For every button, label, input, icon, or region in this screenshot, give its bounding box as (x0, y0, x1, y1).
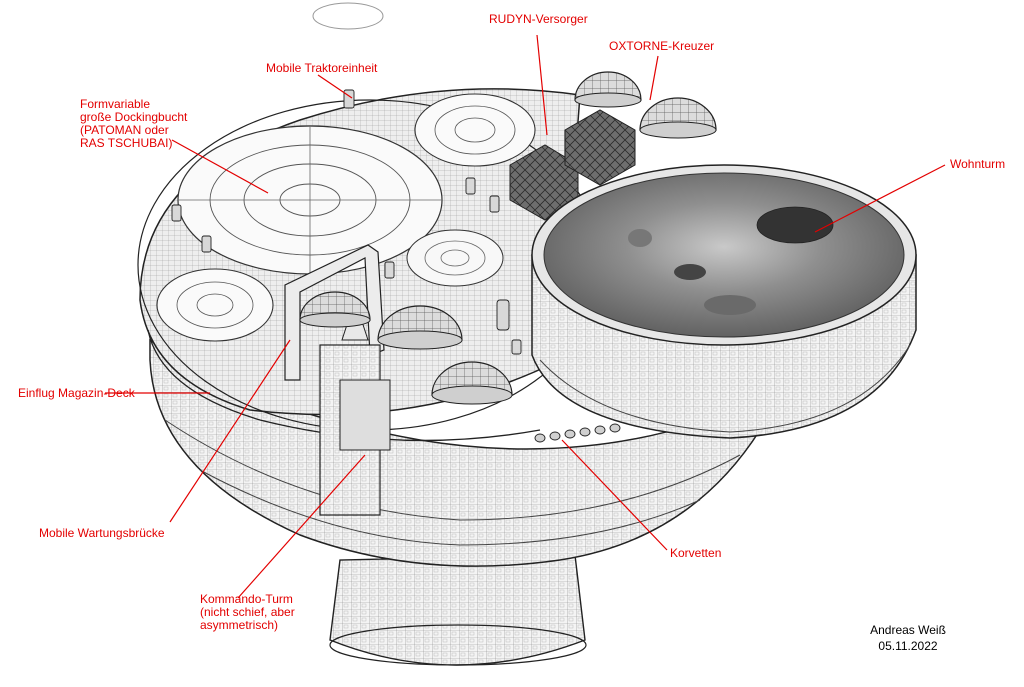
rudyn-modules (509, 109, 636, 221)
label-rudyn-supplier: RUDYN-Versorger (489, 12, 588, 26)
lower-cone (329, 554, 587, 666)
label-docking-line-3: (PATOMAN oder (80, 123, 169, 137)
label-docking-line-4: RAS TSCHUBAI) (80, 136, 173, 150)
label-docking-line-1: Formvariable (80, 97, 151, 111)
label-command-tower: Kommando-Turm (nicht schief, aber asymme… (200, 593, 295, 632)
central-pad (406, 229, 504, 287)
habitat-tower (531, 164, 917, 439)
label-oxtorne-cruiser: OXTORNE-Kreuzer (609, 39, 715, 53)
label-tractor-unit: Mobile Traktoreinheit (266, 61, 378, 75)
tractor-units (171, 89, 522, 355)
docking-bay-large (177, 125, 443, 275)
label-command-line-1: Kommando-Turm (200, 592, 293, 606)
label-habitat-tower: Wohnturm (950, 157, 1006, 171)
label-docking-line-2: große Dockingbucht (80, 110, 188, 124)
label-docking-bay: Formvariable große Dockingbucht (PATOMAN… (80, 98, 187, 150)
docking-bay-small (156, 93, 536, 342)
faint-ring (312, 2, 384, 30)
signature: Andreas Weiß 05.11.2022 (858, 622, 958, 654)
leader-lines (105, 34, 946, 599)
label-magazine-deck: Einflug Magazin-Deck (18, 386, 135, 400)
maintenance-bridge (284, 244, 385, 381)
author-name: Andreas Weiß (870, 623, 946, 637)
command-tower (319, 298, 391, 516)
label-command-line-2: (nicht schief, aber (200, 605, 295, 619)
drawing-date: 05.11.2022 (878, 639, 938, 653)
label-maintenance-bridge: Mobile Wartungsbrücke (39, 526, 165, 540)
domes (299, 71, 717, 405)
label-command-line-3: asymmetrisch) (200, 618, 279, 632)
corvettes (534, 423, 621, 443)
funnel-body (149, 338, 761, 567)
label-corvettes: Korvetten (670, 546, 722, 560)
